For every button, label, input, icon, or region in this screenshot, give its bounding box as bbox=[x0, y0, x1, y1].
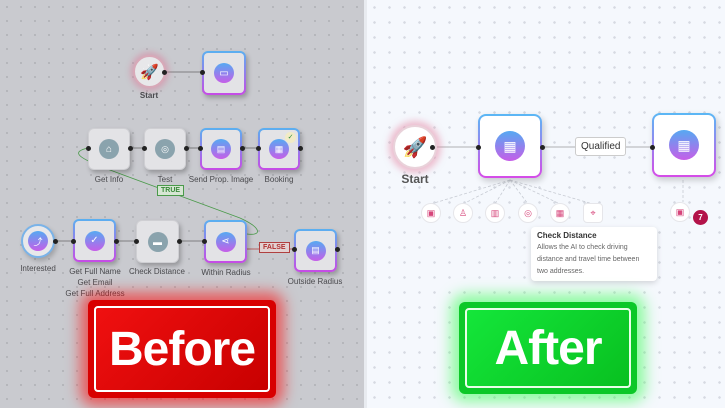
google-calendar-icon: ✓ bbox=[285, 132, 296, 143]
share-icon: ⋖ bbox=[215, 231, 236, 252]
get-email-label: Get Email bbox=[77, 278, 113, 287]
false-edge-label: FALSE bbox=[259, 242, 290, 253]
message-icon: ▤ bbox=[305, 240, 326, 261]
after-agent-node-2[interactable]: ▦ bbox=[652, 113, 716, 177]
outside-radius-label: Outside Radius bbox=[287, 277, 343, 286]
building-icon[interactable]: ▦ bbox=[550, 203, 570, 223]
get-full-address-label: Get Full Address bbox=[65, 289, 125, 298]
booking-node[interactable]: ▦ ✓ bbox=[258, 128, 300, 170]
calendar-sync-icon[interactable]: ▣ bbox=[421, 203, 441, 223]
test-label: Test bbox=[157, 175, 173, 184]
rocket-icon: 🚀 bbox=[402, 136, 428, 159]
interested-label: Interested bbox=[20, 264, 56, 273]
message-icon: ▤ bbox=[211, 139, 231, 159]
true-edge-label: TRUE bbox=[157, 185, 185, 196]
send-prop-image-node[interactable]: ▤ bbox=[200, 128, 242, 170]
qualified-edge-label: Qualified bbox=[575, 137, 627, 156]
within-radius-node[interactable]: ⋖ bbox=[204, 220, 247, 263]
check-icon: ✓ bbox=[84, 230, 105, 251]
outside-radius-node[interactable]: ▤ bbox=[294, 229, 337, 272]
booking-label: Booking bbox=[264, 175, 294, 184]
test-node[interactable]: ◎ bbox=[144, 128, 186, 170]
after-agent-node-1[interactable]: ▦ bbox=[478, 114, 542, 178]
before-badge: Before bbox=[88, 300, 276, 398]
after-canvas: 🚀 Start ▦ Qualified ▦ ▣ ♙ ▥ ◎ ▦ ⌖ Check … bbox=[364, 0, 725, 408]
get-info-node[interactable]: ⌂ bbox=[88, 128, 130, 170]
get-full-name-label: Get Full Name bbox=[69, 267, 121, 276]
robot-calendar-icon: ▦ bbox=[669, 130, 699, 160]
send-prop-image-label: Send Prop. Image bbox=[188, 175, 254, 184]
before-badge-label: Before bbox=[94, 306, 270, 392]
check-distance-label: Check Distance bbox=[128, 267, 186, 276]
camera-icon: ◎ bbox=[155, 139, 175, 159]
get-info-label: Get Info bbox=[94, 175, 124, 184]
check-distance-tooltip: Check Distance Allows the AI to check dr… bbox=[531, 227, 657, 281]
before-canvas: 🚀 Start ▭ ⌂ Get Info ◎ Test ▤ Send Prop.… bbox=[0, 0, 364, 408]
get-full-name-node[interactable]: ✓ bbox=[73, 219, 116, 262]
before-start-label: Start bbox=[139, 91, 159, 100]
robot-calendar-icon: ▦ bbox=[495, 131, 525, 161]
after-badge-label: After bbox=[465, 308, 631, 388]
check-distance-node[interactable]: ▬ bbox=[136, 220, 179, 263]
map-pin-icon[interactable]: ⌖ bbox=[583, 203, 603, 223]
camera-icon[interactable]: ◎ bbox=[518, 203, 538, 223]
interested-node[interactable]: ⤴ bbox=[21, 224, 55, 258]
card-icon: ▬ bbox=[147, 231, 168, 252]
chat-icon: ▭ bbox=[214, 63, 234, 83]
book-icon[interactable]: ▥ bbox=[485, 203, 505, 223]
calendar-tool-icon[interactable]: ▣ bbox=[670, 202, 690, 222]
after-start-node[interactable]: 🚀 bbox=[393, 125, 437, 169]
tooltip-title: Check Distance bbox=[537, 231, 597, 240]
tooltip-body: Allows the AI to check driving distance … bbox=[537, 244, 640, 275]
user-edit-icon[interactable]: ♙ bbox=[453, 203, 473, 223]
rocket-icon: 🚀 bbox=[140, 63, 159, 81]
home-icon: ⌂ bbox=[99, 139, 119, 159]
after-start-label: Start bbox=[401, 172, 429, 186]
tool-count-badge: 7 bbox=[693, 210, 708, 225]
calendar-icon: ▦ bbox=[269, 139, 289, 159]
before-chat-node[interactable]: ▭ bbox=[202, 51, 246, 95]
after-badge: After bbox=[459, 302, 637, 394]
split-arrow-icon: ⤴ bbox=[28, 231, 48, 251]
within-radius-label: Within Radius bbox=[201, 268, 251, 277]
